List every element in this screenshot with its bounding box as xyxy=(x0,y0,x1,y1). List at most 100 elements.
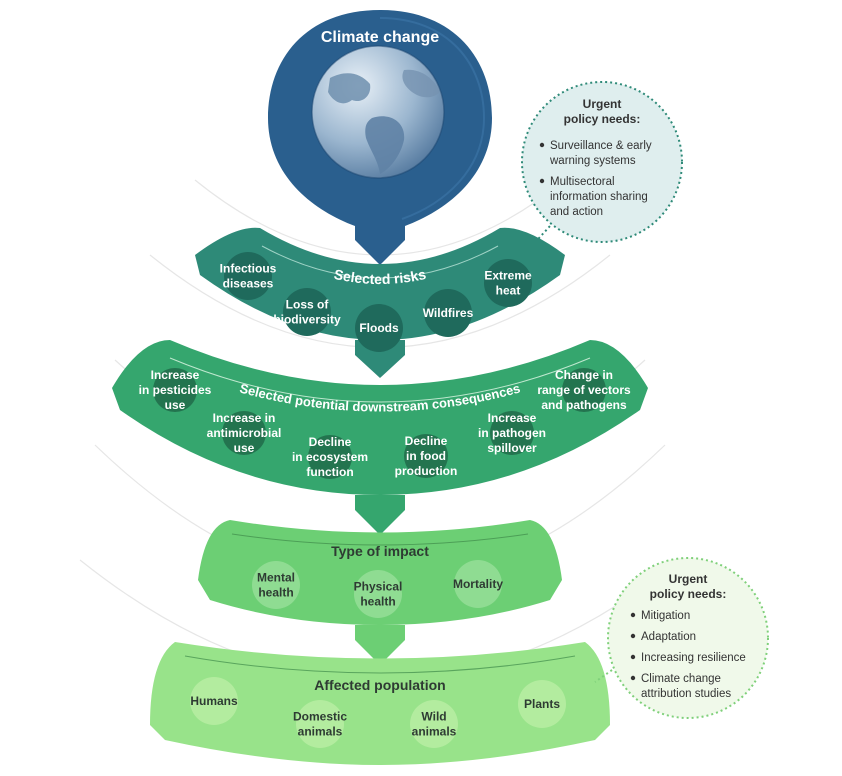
policy2-heading-line1: Urgent xyxy=(669,572,708,586)
risks-label: Infectious xyxy=(220,262,277,276)
risks-label: Floods xyxy=(359,321,399,335)
risks-item: Wildfires xyxy=(423,289,474,337)
policy2-item-text: Mitigation xyxy=(641,610,690,622)
bullet-icon xyxy=(539,142,545,148)
policy2-item: Climate change attribution studies xyxy=(630,673,731,700)
bullet-icon xyxy=(630,654,636,660)
bullet-icon xyxy=(630,633,636,639)
risks-item: Floods xyxy=(355,304,403,352)
climate-change-title: Climate change xyxy=(321,29,439,46)
consequences-label: function xyxy=(306,465,353,479)
policy1-item-text: warning systems xyxy=(549,155,636,167)
climate-change-node: Climate change xyxy=(268,10,492,265)
impact-item: Mortality xyxy=(453,560,503,608)
policy2-item-text: Adaptation xyxy=(641,631,696,643)
impact-label: health xyxy=(360,595,395,609)
population-band: Affected population HumansDomesticanimal… xyxy=(150,642,610,765)
population-label: animals xyxy=(298,725,343,739)
policy1-item-text: Surveillance & early xyxy=(550,140,652,152)
policy1-heading-line2: policy needs: xyxy=(564,112,641,126)
population-label: Domestic xyxy=(293,710,347,724)
risks-label: Loss of xyxy=(286,298,330,312)
population-label: Wild xyxy=(421,710,446,724)
policy1-item-text: and action xyxy=(550,206,603,218)
consequences-label: Increase xyxy=(488,411,537,425)
population-item: Humans xyxy=(190,677,238,725)
impact-label: Mental xyxy=(257,571,295,585)
globe-icon xyxy=(311,45,445,179)
consequences-circle xyxy=(222,411,266,455)
policy-bubble-risks: Urgent policy needs: Surveillance & earl… xyxy=(521,81,683,249)
risks-title: Selected risks xyxy=(333,266,428,287)
policy2-item: Increasing resilience xyxy=(630,652,746,664)
consequences-label: Increase xyxy=(151,368,200,382)
population-item: Plants xyxy=(518,680,566,728)
population-label: Humans xyxy=(190,694,238,708)
consequences-label: antimicrobial xyxy=(207,426,282,440)
consequences-circle xyxy=(404,434,448,478)
risks-label: diseases xyxy=(223,277,274,291)
bullet-icon xyxy=(630,612,636,618)
population-circle xyxy=(518,680,566,728)
impact-label: Mortality xyxy=(453,577,503,591)
consequences-label: range of vectors xyxy=(537,383,631,397)
consequences-label: production xyxy=(395,464,458,478)
policy2-item-text: Climate change xyxy=(641,673,721,685)
consequences-label: in pesticides xyxy=(139,383,212,397)
policy2-item-text: Increasing resilience xyxy=(641,652,746,664)
impact-label: health xyxy=(258,586,293,600)
policy2-item: Adaptation xyxy=(630,631,696,643)
risks-circle xyxy=(224,252,272,300)
impact-circle xyxy=(454,560,502,608)
population-label: animals xyxy=(412,725,457,739)
impact-circle xyxy=(252,561,300,609)
consequences-label: use xyxy=(165,398,186,412)
population-circle xyxy=(296,700,344,748)
policy2-heading-line2: policy needs: xyxy=(650,587,727,601)
consequences-label: Decline xyxy=(405,434,448,448)
consequences-circle xyxy=(308,435,352,479)
consequences-circle xyxy=(562,368,606,412)
policy2-item-text: attribution studies xyxy=(641,688,731,700)
risks-circle xyxy=(355,304,403,352)
policy1-item: Surveillance & early warning systems xyxy=(539,140,652,167)
impact-title: Type of impact xyxy=(331,543,429,559)
policy1-list: Surveillance & early warning systemsMulti… xyxy=(539,140,652,218)
consequences-label: in pathogen xyxy=(478,426,546,440)
consequences-circle xyxy=(153,368,197,412)
consequences-label: in ecosystem xyxy=(292,450,368,464)
risks-circle xyxy=(283,288,331,336)
population-circle xyxy=(410,700,458,748)
consequences-label: Increase in xyxy=(213,411,276,425)
policy1-heading-line1: Urgent xyxy=(583,97,622,111)
population-circle xyxy=(190,677,238,725)
policy1-item-text: information sharing xyxy=(550,191,648,203)
consequences-label: spillover xyxy=(487,441,537,455)
risks-label: biodiversity xyxy=(273,313,341,327)
risks-label: Wildfires xyxy=(423,306,474,320)
population-title: Affected population xyxy=(314,677,445,693)
population-label: Plants xyxy=(524,697,560,711)
policy-bubble-population: Urgent policy needs: MitigationAdaptatio… xyxy=(594,557,769,719)
bullet-icon xyxy=(630,675,636,681)
consequences-label: use xyxy=(234,441,255,455)
consequences-circle xyxy=(490,411,534,455)
